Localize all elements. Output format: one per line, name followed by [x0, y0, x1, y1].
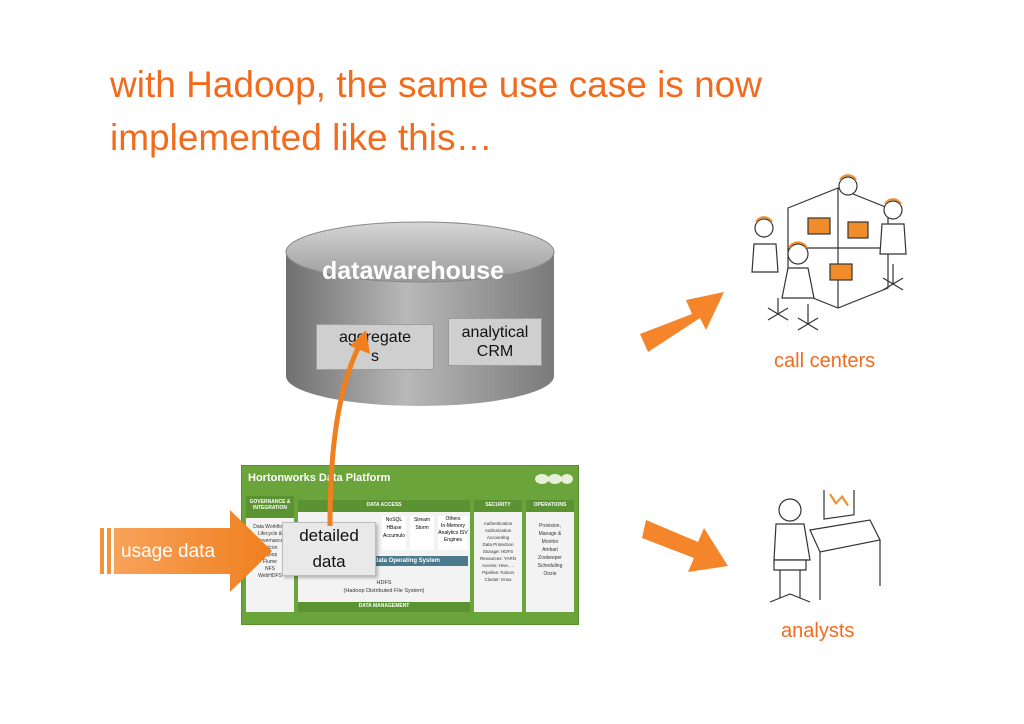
ops-line: Zookeeper: [538, 555, 562, 561]
governance-header-bg: [246, 496, 294, 518]
operations-header: OPERATIONS: [533, 502, 567, 508]
security-header: SECURITY: [485, 502, 511, 508]
arrow-to-call-centers: [640, 292, 724, 352]
detailed-data-box: detailed data: [282, 522, 376, 576]
nosql-label: NoSQL: [385, 517, 403, 523]
gov-line: Falcon: [262, 545, 278, 551]
usage-data-arrow: [100, 510, 272, 592]
slide-title: with Hadoop, the same use case is now im…: [110, 64, 762, 158]
datawarehouse-label: datawarehouse: [322, 257, 505, 285]
security-column: [474, 500, 522, 612]
sec-line: Data Protection: [482, 542, 514, 547]
others-detail: In-Memory Analytics ISV Engines: [438, 523, 468, 543]
ops-line: Scheduling: [537, 563, 563, 569]
gov-line: Governance: [256, 538, 284, 544]
ops-line: Manage &: [538, 531, 562, 537]
others-label: Others: [445, 516, 461, 522]
security-text: Authentication Authorization Accounting …: [474, 520, 522, 583]
analysts-label: analysts: [781, 620, 855, 642]
sec-line: Pipeline: Falcon: [481, 570, 515, 575]
gov-line: WebHDFS: [258, 573, 282, 579]
hdfs-sub-label: (Hadoop Distributed File System): [343, 588, 425, 594]
ops-line: Ambari: [542, 547, 558, 553]
sec-line: Resources: YARN: [479, 556, 517, 561]
stream-tile: Stream Storm: [410, 516, 434, 550]
operations-header-bg: [526, 500, 574, 512]
sec-line: Storage: HDFS: [482, 549, 514, 554]
nosql-detail: HBase Accumulo: [383, 525, 405, 539]
gov-line: Sqoop: [262, 552, 278, 558]
ops-line: Monitor: [541, 539, 559, 545]
call-centers-label: call centers: [774, 350, 876, 372]
detailed-to-aggregates-arrow: [327, 330, 370, 527]
gov-line: Flume: [263, 559, 277, 565]
sec-line: Cluster: Knox: [484, 577, 512, 582]
operations-text: Provision, Manage & Monitor Ambari Zooke…: [526, 522, 574, 578]
yarn-bar: Data Operating System: [366, 556, 468, 566]
data-access-header: DATA ACCESS: [366, 502, 402, 508]
ops-line: Oozie: [543, 571, 557, 577]
elephant-logo-icon: [535, 474, 573, 484]
gov-line: NFS: [265, 566, 275, 572]
data-access-header-bg: [298, 500, 470, 512]
arrow-to-analysts: [642, 520, 728, 572]
nosql-tile: NoSQL HBase Accumulo: [382, 516, 406, 550]
gov-line: Lifecycle &: [257, 531, 283, 537]
sec-line: Accounting: [486, 535, 510, 540]
security-header-bg: [474, 500, 522, 512]
data-management-footer: DATA MANAGEMENT: [358, 603, 410, 609]
ops-line: Provision,: [539, 523, 561, 529]
analyst-illustration: [769, 490, 881, 603]
hdp-title: Hortonworks Data Platform: [248, 472, 391, 484]
stream-label: Stream: [413, 517, 431, 523]
sec-line: Authentication: [483, 521, 513, 526]
hdfs-label: HDFS: [376, 580, 392, 586]
governance-text: Data Workflow, Lifecycle & Governance Fa…: [248, 524, 292, 580]
sec-line: Authorization: [484, 528, 512, 533]
analytical-crm-box: analytical CRM: [448, 318, 542, 366]
governance-header: GOVERNANCE & INTEGRATION: [249, 499, 291, 511]
gov-line: Data Workflow,: [253, 524, 287, 530]
others-tile: Others In-Memory Analytics ISV Engines: [438, 516, 468, 550]
operations-column: [526, 500, 574, 612]
data-management-bg: [298, 602, 470, 612]
call-center-illustration: [751, 174, 907, 331]
sec-line: Access: Hive, ...: [481, 563, 515, 568]
stream-detail: Storm: [415, 525, 429, 531]
usage-data-label: usage data: [121, 541, 216, 562]
